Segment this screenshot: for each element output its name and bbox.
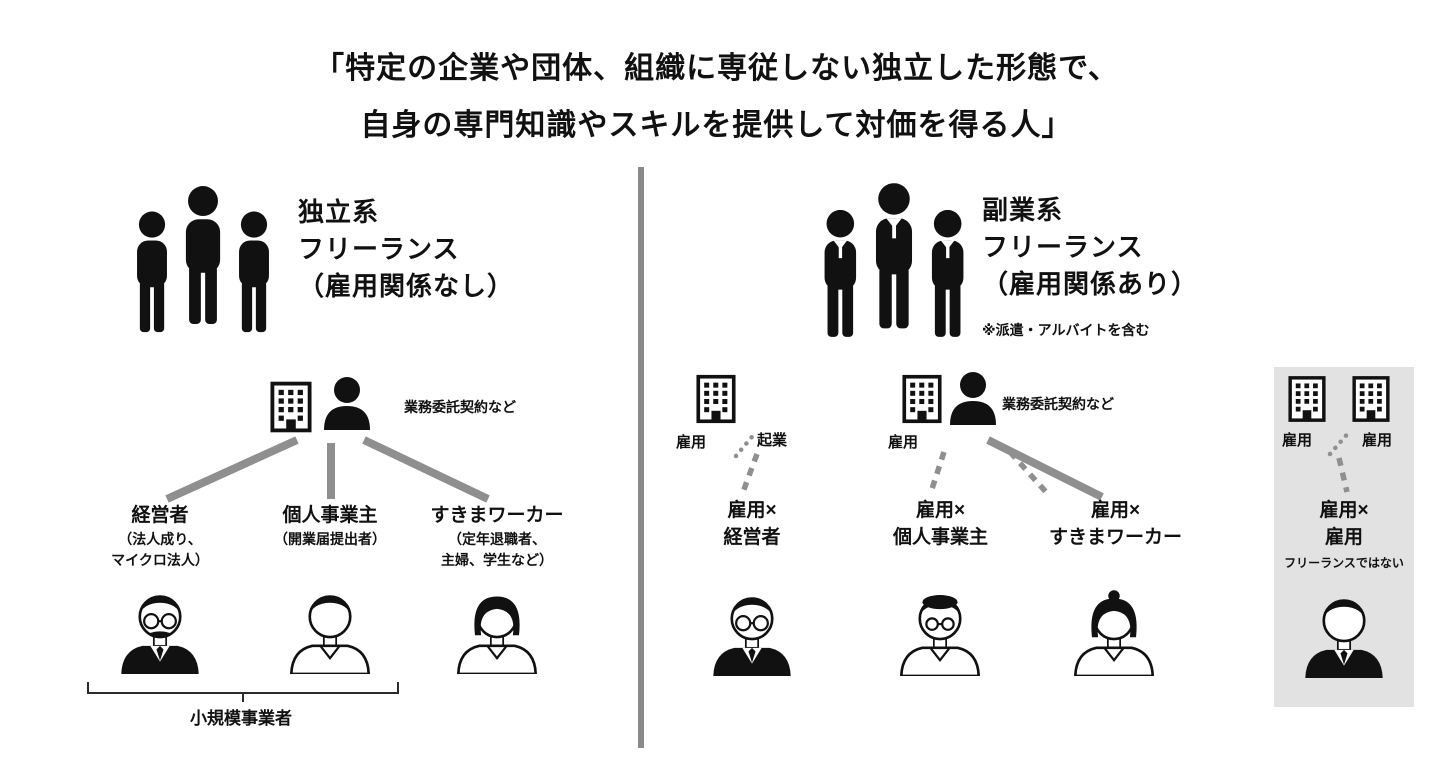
category-owner-line2: （法人成り、	[118, 531, 202, 547]
employ-label-col1: 雇用	[676, 434, 707, 451]
small-business-bracket	[87, 682, 399, 694]
independent-heading-line3: （雇用関係なし）	[298, 271, 515, 301]
sidejob-heading: 副業系 フリーランス （雇用関係あり） ※派遣・アルバイトを含む	[982, 192, 1198, 349]
independent-group-icon	[128, 184, 278, 336]
category-sole-proprietor-line2: （開業届提出者）	[274, 531, 386, 547]
category-gap-worker: すきまワーカー （定年退職者、 主婦、学生など）	[402, 502, 592, 571]
category-owner-line1: 経営者	[131, 505, 189, 526]
dashed-line-col1	[740, 453, 760, 493]
category-employ-employ: 雇用× 雇用 フリーランスではない	[1282, 497, 1406, 573]
independent-heading: 独立系 フリーランス （雇用関係なし）	[298, 194, 514, 305]
employer-building-icon-col1	[696, 374, 736, 424]
category-gap-worker-line3: 主婦、学生など）	[441, 552, 553, 568]
employ-label-col4-left: 雇用	[1282, 432, 1313, 449]
category-employ-owner-line1: 雇用×	[727, 500, 777, 521]
employ-label-col2: 雇用	[888, 434, 919, 451]
client-person-icon	[321, 375, 373, 431]
category-employ-gap-worker: 雇用× すきまワーカー	[1028, 497, 1203, 551]
employ-gap-worker-face-icon	[1070, 582, 1158, 682]
employ-owner-face-icon	[708, 582, 796, 682]
category-owner-line3: マイクロ法人）	[111, 552, 209, 568]
employer-building-icon-col2	[902, 374, 942, 424]
dashed-line-col2-left	[928, 451, 947, 493]
section-divider	[638, 167, 644, 748]
client-person-icon-right	[947, 370, 999, 426]
sidejob-heading-line2: フリーランス	[982, 232, 1144, 262]
category-employ-owner: 雇用× 経営者	[692, 497, 812, 551]
sidejob-group-icon	[815, 181, 973, 341]
fan-line-left	[165, 436, 299, 503]
category-employ-sole-proprietor: 雇用× 個人事業主	[868, 497, 1013, 551]
category-sole-proprietor-line1: 個人事業主	[282, 505, 378, 526]
startup-label-col1: 起業	[757, 432, 788, 449]
owner-face-icon	[116, 580, 204, 680]
solid-line-to-gap-worker	[986, 436, 1104, 501]
contract-label-right: 業務委託契約など	[1002, 396, 1114, 412]
category-employ-gap-worker-line2: すきまワーカー	[1048, 527, 1182, 548]
category-employ-employ-line1: 雇用×	[1319, 500, 1369, 521]
category-gap-worker-line2: （定年退職者、	[448, 531, 546, 547]
category-owner: 経営者 （法人成り、 マイクロ法人）	[72, 502, 248, 571]
sole-proprietor-face-icon	[286, 580, 374, 680]
diagram-title: 「特定の企業や団体、組織に専従しない独立した形態で、 自身の専門知識やスキルを提…	[0, 40, 1433, 154]
contract-label-left: 業務委託契約など	[404, 399, 516, 415]
dotted-line-col4	[1327, 428, 1353, 457]
title-line-1: 「特定の企業や団体、組織に専従しない独立した形態で、	[314, 52, 1119, 85]
client-building-icon	[270, 381, 312, 433]
small-business-label: 小規模事業者	[190, 709, 292, 728]
sidejob-heading-note: ※派遣・アルバイトを含む	[982, 322, 1150, 338]
title-line-2: 自身の専門知識やスキルを提供して対価を得る人」	[360, 109, 1073, 142]
employer-building-icon-col4-left	[1288, 375, 1326, 423]
sidejob-heading-line3: （雇用関係あり）	[982, 269, 1199, 299]
category-employ-sole-proprietor-line2: 個人事業主	[892, 527, 988, 548]
gap-worker-face-icon	[453, 580, 541, 680]
dashed-line-col4	[1336, 457, 1350, 493]
employer-building-icon-col4-right	[1352, 375, 1390, 423]
category-employ-sole-proprietor-line1: 雇用×	[915, 500, 966, 521]
category-employ-owner-line2: 経営者	[723, 527, 781, 548]
employ-employ-face-icon	[1300, 584, 1388, 684]
category-employ-employ-line2: 雇用	[1324, 527, 1363, 548]
not-freelance-note: フリーランスではない	[1284, 556, 1404, 570]
sidejob-heading-line1: 副業系	[982, 195, 1064, 225]
employ-sole-proprietor-face-icon	[896, 582, 984, 682]
category-sole-proprietor: 個人事業主 （開業届提出者）	[242, 502, 418, 550]
independent-heading-line1: 独立系	[298, 197, 380, 227]
category-employ-gap-worker-line1: 雇用×	[1090, 500, 1141, 521]
category-gap-worker-line1: すきまワーカー	[430, 505, 564, 526]
dotted-line-startup	[733, 429, 759, 459]
independent-heading-line2: フリーランス	[298, 234, 460, 264]
employ-label-col4-right: 雇用	[1362, 432, 1393, 449]
fan-line-right	[362, 436, 490, 503]
